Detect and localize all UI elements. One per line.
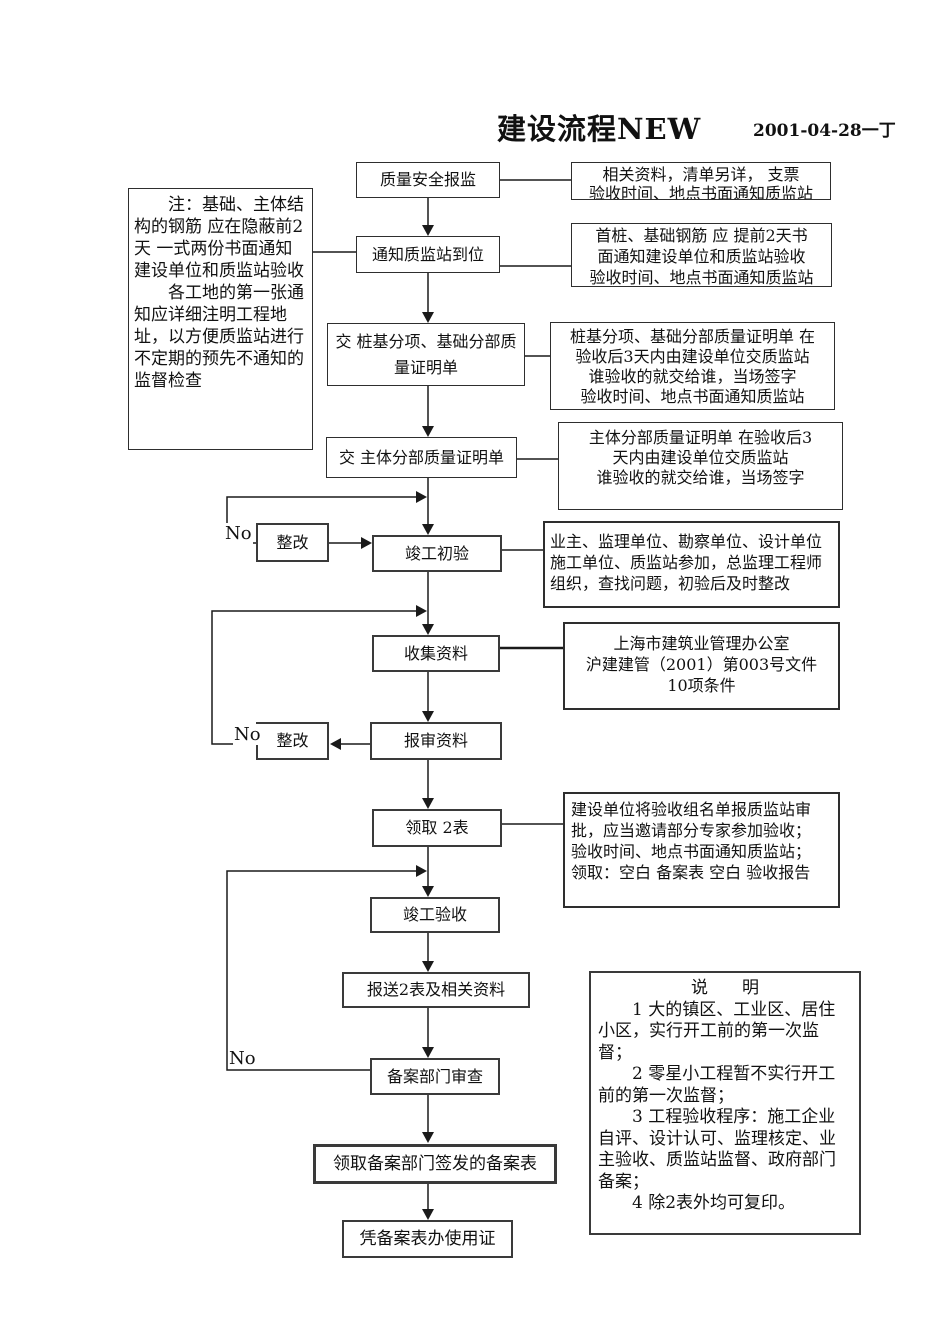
text-line: 验收时间、地点书面通知质监站 (580, 387, 805, 406)
step-collect-materials: 收集资料 (372, 635, 500, 672)
text-line: 领取：空白 备案表 空白 验收报告 (571, 863, 811, 882)
annotation-get-two-forms: 建设单位将验收组名单报质监站审批，应当邀请部分专家参加验收； 验收时间、地点书面通… (563, 792, 840, 908)
text-line: 谁验收的就交给谁，当场签字 (596, 468, 805, 487)
step-submit-for-review: 报审资料 (370, 722, 502, 760)
arrowheads (330, 225, 434, 1220)
explanation-items: 1 大的镇区、工业区、居住小区，实行开工前的第一次监督；2 零星小工程暂不实行开… (598, 1000, 852, 1215)
text-line: 批，应当邀请部分专家参加验收； (571, 821, 812, 840)
step-rework-2: 整改 (256, 722, 329, 760)
text-line: 首桩、基础钢筋 应 提前2天书 (595, 226, 808, 245)
text-line: 10项条件 (667, 676, 736, 695)
text-line: 各工地的第一张通知应详细注明工程地址，以方便质监站进行不定期的预先不通知的监督检… (134, 283, 304, 391)
explanation-box: 说 明 1 大的镇区、工业区、居住小区，实行开工前的第一次监督；2 零星小工程暂… (589, 971, 861, 1235)
text-line: 2 零星小工程暂不实行开工前的第一次监督； (598, 1064, 836, 1106)
text-line: 业主、监理单位、勘察单位、设计单位 (550, 532, 823, 551)
step-get-two-forms: 领取 2表 (372, 809, 502, 847)
text-line: 4 除2表外均可复印。 (632, 1193, 796, 1213)
step-submit-forms-materials: 报送2表及相关资料 (342, 972, 530, 1008)
note-box: 注：基础、主体结构的钢筋 应在隐蔽前2天 一式两份书面通知建设单位和质监站验收各… (128, 188, 313, 450)
no-label-1: No (224, 523, 253, 544)
text-line: 验收时间、地点书面通知质监站 (588, 184, 813, 200)
text-line: 1 大的镇区、工业区、居住小区，实行开工前的第一次监督； (598, 999, 836, 1063)
annotation-quality-report: 相关资料，清单另详， 支票验收时间、地点书面通知质监站 (571, 162, 831, 200)
annotation-initial-acceptance: 业主、监理单位、勘察单位、设计单位施工单位、质监站参加，总监理工程师组织，查找问… (543, 521, 840, 608)
no-label-2: No (233, 724, 262, 745)
annotation-collect-materials: 上海市建筑业管理办公室沪建建管（2001）第003号文件 10项条件 (563, 622, 840, 710)
text-line: 谁验收的就交给谁，当场签字 (588, 367, 797, 386)
step-use-permit: 凭备案表办使用证 (342, 1220, 513, 1258)
text-line: 验收时间、地点书面通知质监站 (589, 268, 814, 287)
step-notify-station: 通知质监站到位 (356, 236, 500, 273)
text-line: 验收后3天内由建设单位交质监站 (575, 347, 810, 366)
explanation-title: 说 明 (691, 978, 759, 998)
text-line: 注：基础、主体结构的钢筋 应在隐蔽前2天 一式两份书面通知建设单位和质监站验收 (134, 195, 304, 281)
text-line: 组织，查找问题，初验后及时整改 (550, 574, 791, 593)
step-initial-acceptance: 竣工初验 (372, 535, 502, 572)
annotation-pile-foundation: 桩基分项、基础分部质量证明单 在验收后3天内由建设单位交质监站谁验收的就交给谁，… (550, 322, 835, 410)
date-author: 2001-04-28一丁 (753, 121, 896, 141)
page-title: 建设流程NEW (497, 112, 702, 146)
text-line: 沪建建管（2001）第003号文件 (585, 655, 818, 674)
step-submit-main-structure: 交 主体分部质量证明单 (326, 437, 517, 478)
text-line: 3 工程验收程序：施工企业自评、设计认可、监理核定、业主验收、质监站监督、政府部… (598, 1107, 836, 1192)
step-rework-1: 整改 (256, 523, 329, 562)
no-label-3: No (228, 1048, 257, 1069)
step-quality-safety-report: 质量安全报监 (356, 162, 500, 198)
text-line: 主体分部质量证明单 在验收后3 (588, 428, 813, 447)
text-line: 验收时间、地点书面通知质监站； (571, 842, 812, 861)
text-line: 桩基分项、基础分部质量证明单 在 (569, 327, 816, 346)
text-line: 相关资料，清单另详， 支票 (602, 165, 800, 184)
text-line: 上海市建筑业管理办公室 (613, 634, 790, 653)
step-record-dept-review: 备案部门审查 (370, 1058, 500, 1095)
step-get-record-form: 领取备案部门签发的备案表 (313, 1144, 557, 1184)
text-line: 天内由建设单位交质监站 (612, 448, 789, 467)
annotation-notify-station: 首桩、基础钢筋 应 提前2天书面通知建设单位和质监站验收验收时间、地点书面通知质… (571, 223, 832, 287)
text-line: 面通知建设单位和质监站验收 (597, 247, 806, 266)
step-submit-pile-foundation: 交 桩基分项、基础分部质量证明单 (327, 323, 525, 386)
text-line: 施工单位、质监站参加，总监理工程师 (550, 553, 823, 572)
text-line: 建设单位将验收组名单报质监站审 (571, 800, 812, 819)
step-final-acceptance: 竣工验收 (370, 897, 500, 933)
